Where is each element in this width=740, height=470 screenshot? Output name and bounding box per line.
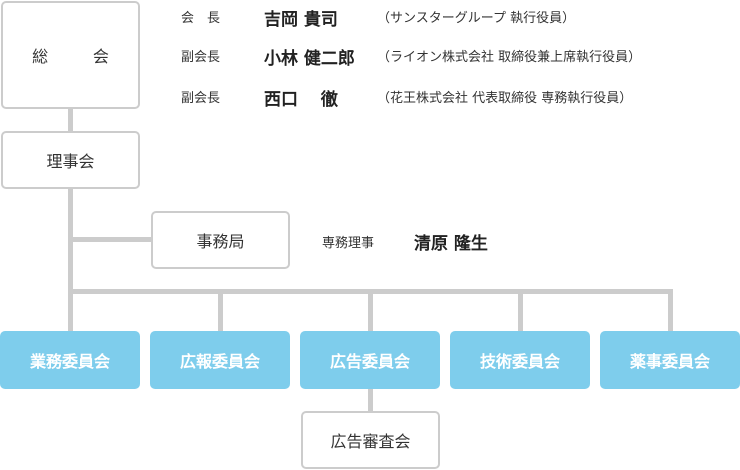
officer-affiliation: （サンスターグループ 執行役員）: [377, 11, 576, 26]
connector-drop-4: [518, 289, 523, 331]
secretariat-head-name: 清原 隆生: [414, 234, 488, 254]
officer-name: 西口 徹: [264, 90, 338, 110]
general-meeting-box: 総 会: [1, 1, 140, 109]
officer-role: 副会長: [181, 91, 221, 106]
officer-name: 吉岡 貴司: [264, 10, 338, 30]
connector-to-review: [368, 388, 373, 411]
officer-affiliation: （ライオン株式会社 取締役兼上席執行役員）: [377, 50, 642, 65]
officer-role: 副会長: [181, 50, 221, 65]
connector-trunk: [68, 188, 73, 331]
committee-pr: 広報委員会: [150, 331, 290, 389]
committee-business: 業務委員会: [0, 331, 140, 389]
committee-advertising: 広告委員会: [300, 331, 440, 389]
committee-pharma: 薬事委員会: [600, 331, 740, 389]
review-board-box: 広告審査会: [301, 411, 440, 469]
secretariat-box: 事務局: [151, 211, 290, 269]
connector-drop-5: [668, 289, 673, 331]
connector-to-secretariat: [73, 237, 151, 242]
officer-role: 会 長: [181, 11, 221, 26]
connector-general-to-board: [68, 108, 73, 131]
connector-drop-2: [218, 289, 223, 331]
officer-affiliation: （花王株式会社 代表取締役 専務執行役員）: [377, 91, 633, 106]
committee-technical: 技術委員会: [450, 331, 590, 389]
secretariat-head-role: 専務理事: [322, 236, 375, 251]
connector-drop-3: [368, 289, 373, 331]
officer-name: 小林 健二郎: [264, 49, 355, 69]
board-box: 理事会: [1, 131, 140, 189]
